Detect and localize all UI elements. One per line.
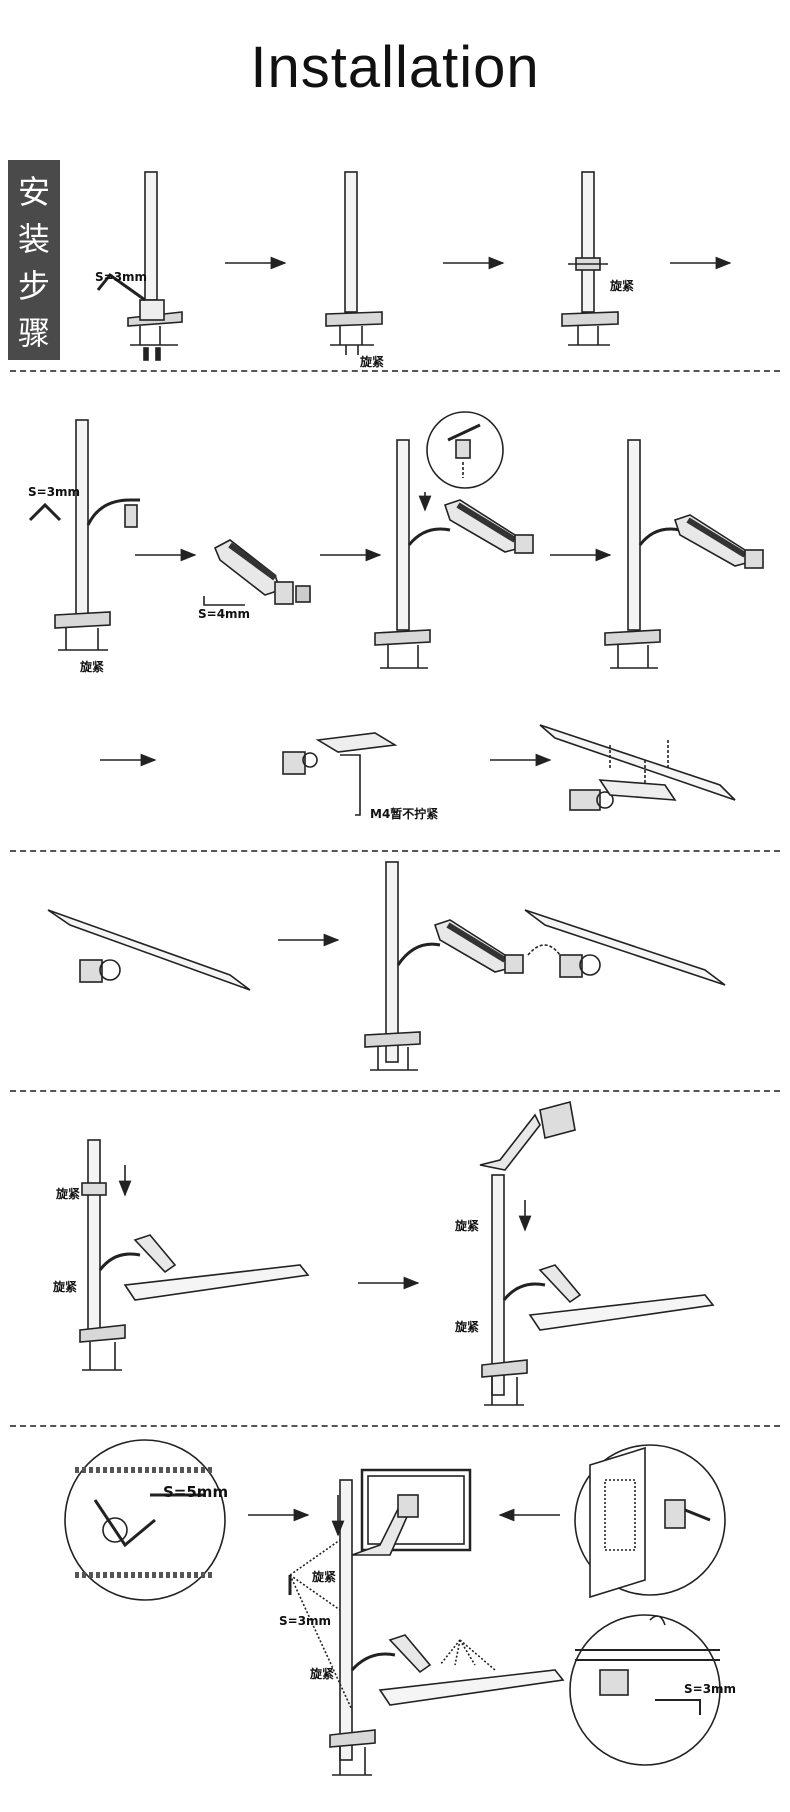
label-tighten-step4: 旋紧 — [80, 660, 105, 674]
section-divider-2 — [10, 850, 780, 852]
step-3-collar — [561, 171, 619, 346]
step-1-pole-clamp — [96, 171, 183, 361]
detail-circle-right-bottom — [569, 1614, 721, 1766]
badge-char-1: 安 — [17, 172, 50, 211]
step-10-tray-mount — [47, 909, 251, 991]
label-s3-step1: S=3mm — [95, 270, 148, 284]
label-tighten-step14-top: 旋紧 — [312, 1570, 337, 1584]
step-8-bracket-plate — [282, 732, 398, 816]
detail-circle-left — [64, 1439, 226, 1601]
page-title: Installation — [250, 35, 540, 100]
section-divider-1 — [10, 370, 780, 372]
label-tighten-step12-top: 旋紧 — [56, 1187, 81, 1201]
label-tighten-step12-bottom: 旋紧 — [53, 1280, 78, 1294]
label-s3-step14: S=3mm — [279, 1614, 332, 1628]
label-tighten-step3: 旋紧 — [610, 279, 635, 293]
section-divider-3 — [10, 1090, 780, 1092]
label-tighten-step13-top: 旋紧 — [455, 1219, 480, 1233]
step-9-keyboard-tray — [539, 724, 736, 811]
step-6-assembly — [374, 411, 534, 669]
label-tighten-step14-bottom: 旋紧 — [310, 1667, 335, 1681]
step-14-final-assembly — [288, 1468, 565, 1776]
badge-char-4: 骤 — [17, 313, 50, 352]
step-5-gas-arm — [203, 539, 311, 606]
section-divider-4 — [10, 1425, 780, 1427]
badge-char-2: 装 — [17, 219, 50, 258]
step-13-monitor-arm — [479, 1101, 715, 1406]
detail-circle-right-top — [574, 1444, 726, 1599]
step-7-assembly — [604, 439, 764, 669]
step-2-pole-base — [325, 171, 383, 355]
label-s3-step4: S=3mm — [28, 485, 81, 499]
label-s3-detail-right: S=3mm — [684, 1682, 737, 1696]
installation-steps-badge: 安 装 步 骤 — [8, 160, 60, 360]
label-s4-step5: S=4mm — [198, 607, 251, 621]
label-tighten-step2: 旋紧 — [360, 355, 385, 369]
step-12-tray-on-pole — [79, 1139, 310, 1371]
label-m4-note: M4暂不拧紧 — [370, 807, 439, 821]
badge-char-3: 步 — [17, 266, 50, 305]
step-11-combined — [364, 861, 726, 1071]
label-tighten-step13-bottom: 旋紧 — [455, 1320, 480, 1334]
step-4-pole-arm — [28, 419, 140, 651]
label-s5-detail: S=5mm — [163, 1483, 229, 1501]
